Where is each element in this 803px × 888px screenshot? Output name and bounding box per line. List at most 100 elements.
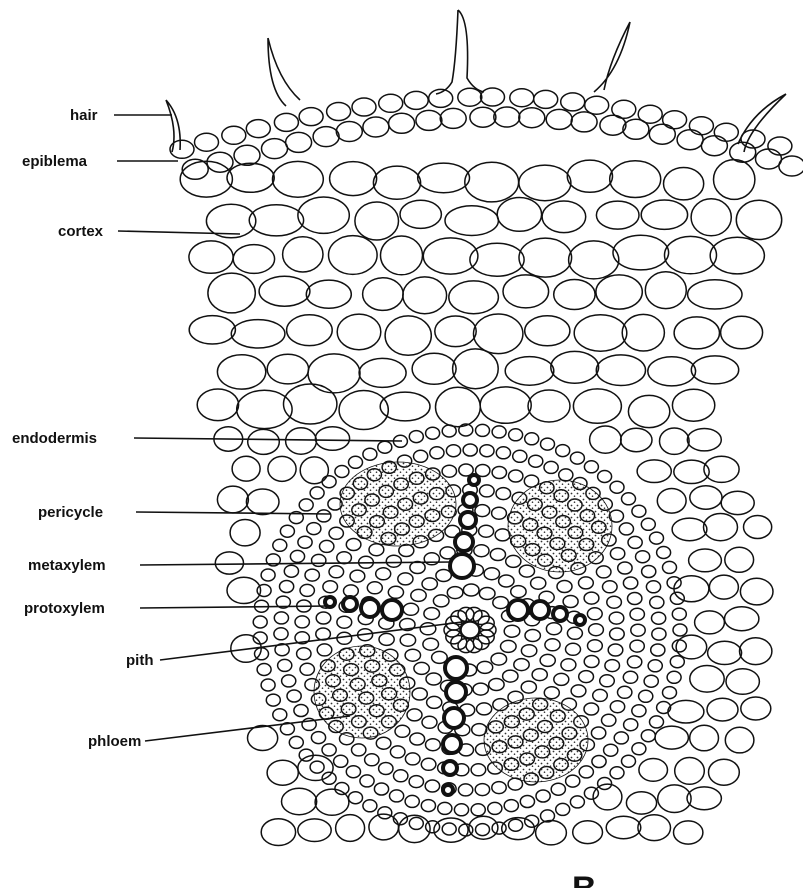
stele-cell [628, 536, 642, 548]
stele-cell [365, 754, 379, 766]
cortex-cell [596, 201, 639, 229]
stele-cell [618, 562, 632, 574]
stele-cell [496, 488, 511, 500]
stele-cell [591, 727, 605, 739]
endodermis-cell [673, 624, 687, 636]
stele-cell [584, 656, 599, 668]
stele-cell [395, 725, 410, 737]
phloem-patch-bottom-left [314, 646, 410, 738]
cortex-cell [606, 816, 641, 838]
leader-endodermis [134, 438, 402, 441]
cortex-cell [660, 428, 690, 454]
stele-cell [394, 770, 408, 782]
endodermis-cell [335, 783, 349, 795]
label-protoxylem: protoxylem [24, 600, 105, 617]
stele-cell [532, 669, 547, 681]
stele-cell [567, 627, 582, 639]
stele-cell [624, 719, 638, 731]
stele-cell [557, 581, 572, 593]
stele-cell [290, 550, 304, 562]
stele-cell [374, 783, 388, 795]
cortex-cell [403, 277, 447, 314]
endodermis-cell [657, 547, 671, 559]
cortex-cell [658, 785, 691, 813]
cortex-cell [449, 281, 499, 314]
stele-cell [566, 643, 581, 655]
pith-cell [461, 622, 479, 638]
stele-cell [477, 661, 493, 673]
cortex-cell [664, 168, 704, 200]
cortex-cell [528, 390, 570, 422]
stele-cell [346, 766, 360, 778]
stele-cell [316, 612, 331, 624]
cortex-cell [721, 491, 754, 514]
cortex-cell [267, 354, 308, 384]
stele-cell [492, 782, 506, 794]
epiblema-cell [649, 124, 675, 144]
endodermis-cell [598, 471, 612, 483]
stele-cell [479, 588, 495, 600]
endodermis-cell [409, 431, 423, 443]
endodermis-cell [349, 792, 363, 804]
cortex-cell [306, 280, 351, 308]
stele-cell [278, 659, 292, 671]
cortex-cell [298, 197, 349, 233]
stele-cell [650, 596, 664, 608]
cortex-cell [436, 387, 481, 426]
cortex-cell [283, 237, 323, 272]
cortex-cell [657, 489, 686, 514]
cortex-cell [687, 429, 721, 451]
endodermis-cell [670, 592, 684, 604]
cortex-cell [445, 206, 498, 236]
cortex-cell [423, 238, 478, 274]
cortex-cell [273, 161, 324, 197]
stele-cell [438, 802, 452, 814]
endodermis-cell [273, 709, 287, 721]
leader-pith [160, 621, 470, 660]
stele-cell [493, 597, 509, 609]
cortex-cell [637, 460, 671, 483]
stele-cell [475, 505, 490, 517]
stele-cell [604, 744, 618, 756]
endodermis-cell [335, 466, 349, 478]
cortex-cell [282, 788, 317, 814]
endodermis-cell [570, 796, 584, 808]
stele-cell [602, 714, 616, 726]
cortex-cell [573, 389, 621, 423]
cortex-cell [525, 316, 570, 346]
stele-cell [642, 566, 656, 578]
cortex-cell [613, 235, 669, 270]
cortex-cell [621, 428, 652, 451]
epiblema-cell [222, 126, 246, 144]
cortex-cell [691, 356, 738, 384]
epiblema-cell [612, 100, 636, 118]
protoxylem-vessel [443, 761, 457, 775]
protoxylem-vessel [455, 533, 473, 551]
cortex-cell [197, 389, 238, 421]
endodermis-cell [650, 532, 664, 544]
epiblema-cell [327, 103, 351, 121]
stele-cell [619, 523, 633, 535]
endodermis-cell [349, 456, 363, 468]
stele-cell [630, 608, 644, 620]
stele-cell [632, 705, 646, 717]
cortex-cell [639, 759, 668, 782]
cortex-cell [674, 576, 709, 602]
epiblema-cell [389, 113, 415, 133]
endodermis-cell [492, 822, 506, 834]
endodermis-cell [459, 824, 473, 836]
endodermis-cell [663, 561, 677, 573]
protoxylem-vessel [343, 597, 357, 611]
cortex-cell [596, 275, 642, 309]
stele-cell [471, 764, 486, 776]
cortex-cell [638, 815, 671, 841]
cortex-cell [676, 635, 707, 659]
stele-cell [492, 467, 506, 479]
stele-cell [446, 445, 460, 457]
protoxylem-vessel [443, 735, 461, 753]
epiblema-cell [714, 123, 738, 141]
stele-cell [579, 671, 594, 683]
leader-lines [114, 115, 470, 741]
cortex-cell [400, 200, 441, 228]
epiblema-cell [470, 107, 496, 127]
